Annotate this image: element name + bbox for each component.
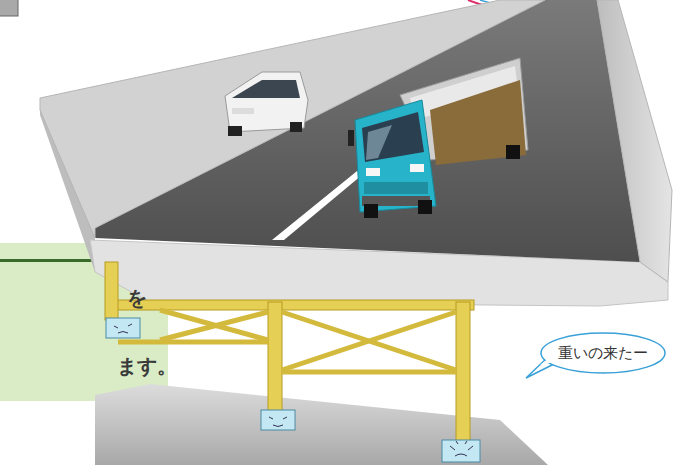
bubble-body <box>541 333 665 373</box>
bearing <box>442 440 480 462</box>
bubble-tail <box>526 357 556 378</box>
van <box>225 72 308 136</box>
panel-text: を <box>127 285 147 312</box>
right-parapet <box>597 0 672 282</box>
bearing <box>106 318 140 338</box>
steel-girders <box>105 262 474 442</box>
grey-box <box>0 0 18 16</box>
left-parapet <box>40 0 545 238</box>
bearing <box>261 410 295 430</box>
truck <box>348 58 528 218</box>
panel-text: ます。 <box>117 353 177 380</box>
panel-text: 重いの来たー <box>558 344 648 363</box>
text-panel: をます。 <box>0 243 168 401</box>
bubble-seam <box>540 358 555 365</box>
pier <box>95 384 548 465</box>
lane-line <box>272 167 368 240</box>
speech-bubble: 重いの来たー <box>540 332 666 374</box>
